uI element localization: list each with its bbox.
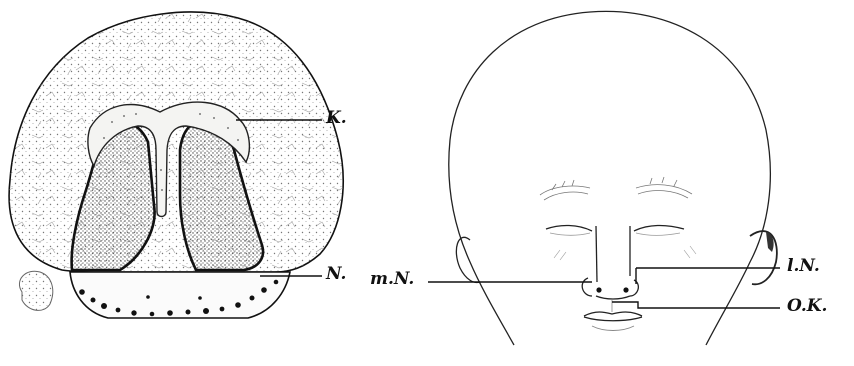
label-mn: m.N. — [370, 269, 414, 289]
label-k: K. — [326, 108, 347, 128]
left-eye — [546, 225, 592, 231]
lower-plate — [70, 272, 290, 318]
right-nostril — [623, 287, 628, 292]
label-ln: l.N. — [787, 256, 820, 276]
head-outline — [449, 11, 771, 345]
brows — [540, 177, 692, 200]
ok-leader — [612, 302, 780, 308]
ln-leader — [636, 268, 780, 284]
left-nostril — [596, 287, 601, 292]
right-eye-lid — [636, 233, 680, 235]
section-drawing — [9, 12, 343, 318]
nose-bottom — [596, 296, 630, 299]
eye-shading — [554, 246, 696, 260]
face-drawing — [428, 11, 780, 345]
label-ok: O.K. — [787, 296, 827, 316]
label-n: N. — [326, 264, 346, 284]
nose-left-line — [596, 226, 597, 282]
nose-left-wing — [582, 278, 592, 296]
mouth-line — [584, 317, 642, 321]
upper-lip — [584, 312, 642, 316]
side-blob — [19, 271, 52, 310]
right-eye — [634, 225, 684, 231]
lower-lip — [592, 326, 634, 331]
left-eye-lid — [550, 233, 590, 235]
nose-right-wing — [630, 280, 638, 296]
